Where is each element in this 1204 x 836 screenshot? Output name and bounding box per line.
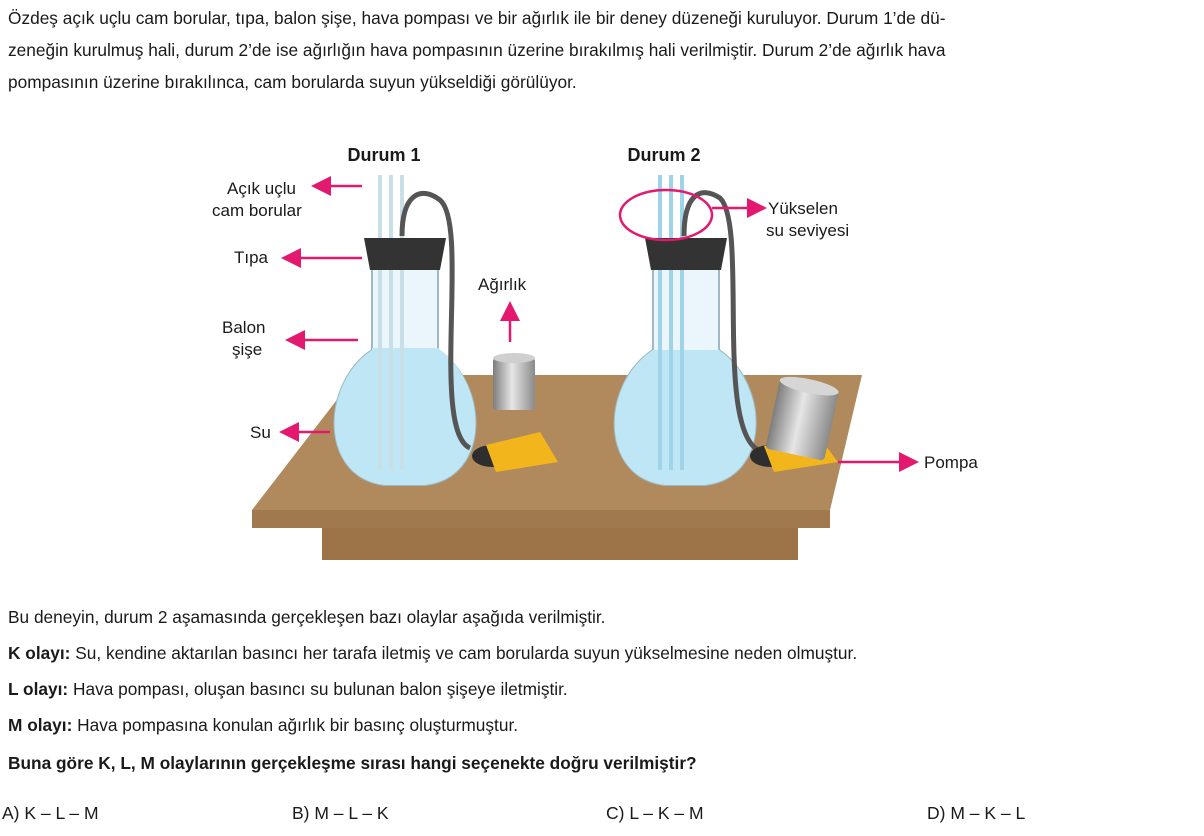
option-d[interactable]: D) M – K – L (927, 803, 1026, 823)
water-durum-1 (334, 348, 476, 485)
label-water: Su (250, 423, 271, 442)
title-durum-2: Durum 2 (627, 145, 700, 165)
stopper-durum-1 (364, 238, 446, 270)
stopper-durum-2 (645, 238, 727, 270)
event-k-text: Su, kendine aktarılan basıncı her tarafa… (70, 643, 858, 663)
intro-paragraph: Özdeş açık uçlu cam borular, tıpa, balon… (8, 2, 1198, 98)
experiment-figure: Durum 1 Durum 2 Açık uçlu cam borular Tı… (212, 145, 978, 560)
label-tubes-line2: cam borular (212, 201, 302, 220)
label-weight: Ağırlık (478, 275, 527, 294)
intro-line: Özdeş açık uçlu cam borular, tıpa, balon… (8, 8, 946, 28)
label-rising-line2: su seviyesi (766, 221, 849, 240)
event-k-label: K olayı: (8, 643, 71, 663)
pump-durum-1 (472, 432, 558, 472)
label-stopper: Tıpa (234, 248, 269, 267)
option-c[interactable]: C) L – K – M (606, 803, 704, 823)
question-intro: Bu deneyin, durum 2 aşamasında gerçekleş… (8, 607, 606, 627)
weight-durum-2 (766, 376, 839, 461)
intro-line: zeneğin kurulmuş hali, durum 2’de ise ağ… (8, 40, 946, 60)
event-k: K olayı: Su, kendine aktarılan basıncı h… (8, 643, 857, 664)
flask-durum-2 (613, 175, 760, 486)
water-durum-2 (614, 350, 756, 485)
label-tubes-line1: Açık uçlu (227, 179, 296, 198)
option-b[interactable]: B) M – L – K (292, 803, 389, 823)
event-m-label: M olayı: (8, 715, 73, 735)
event-m: M olayı: Hava pompasına konulan ağırlık … (8, 715, 518, 736)
event-l-label: L olayı: (8, 679, 69, 699)
label-flask-line2: şişe (232, 340, 262, 359)
event-l: L olayı: Hava pompası, oluşan basıncı su… (8, 679, 568, 700)
event-l-text: Hava pompası, oluşan basıncı su bulunan … (68, 679, 568, 699)
option-a[interactable]: A) K – L – M (2, 803, 99, 823)
label-pump: Pompa (924, 453, 978, 472)
title-durum-1: Durum 1 (347, 145, 420, 165)
water-level-highlight (618, 188, 714, 242)
question-prompt: Buna göre K, L, M olaylarının gerçekleşm… (8, 753, 697, 773)
intro-line: pompasının üzerine bırakılınca, cam boru… (8, 72, 577, 92)
label-rising-line1: Yükselen (768, 199, 838, 218)
label-flask-line1: Balon (222, 318, 265, 337)
flask-durum-1 (333, 175, 477, 486)
weight-durum-1 (493, 353, 535, 410)
event-m-text: Hava pompasına konulan ağırlık bir basın… (72, 715, 519, 735)
